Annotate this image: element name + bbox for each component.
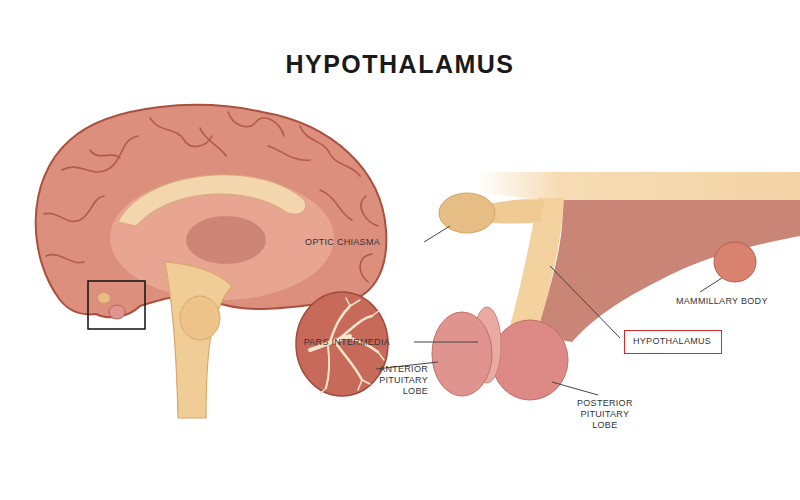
pons (180, 296, 220, 340)
gyrus-line (360, 254, 372, 282)
gyrus-line (228, 112, 284, 136)
zoom-frame (88, 281, 145, 329)
brainstem (165, 262, 232, 418)
part-label: MAMMILLARY BODY (676, 296, 768, 307)
leader-line (424, 226, 450, 242)
part-label: OPTIC CHIASMA (305, 237, 380, 248)
leader-line (552, 382, 598, 395)
hypothalamus-tissue (536, 200, 800, 342)
tissue-band (478, 172, 800, 202)
closeup-figure (432, 172, 800, 400)
mammillary-body-shape (714, 242, 756, 282)
gyrus-line (62, 136, 138, 172)
gyrus-line (90, 150, 120, 158)
posterior-lobe-shape (492, 320, 568, 400)
leader-line (414, 342, 478, 343)
small-chiasma (98, 293, 110, 303)
hypothalamus-label-box: HYPOTHALAMUS (624, 330, 722, 354)
diagram-title: HYPOTHALAMUS (0, 50, 800, 79)
part-label: PARS INTERMEDIA (304, 337, 390, 348)
gyrus-line (361, 196, 378, 226)
brain-figure (36, 105, 388, 418)
arbor-branch (340, 316, 372, 338)
anterior-lobe-shape (432, 312, 492, 396)
small-pituitary (109, 305, 125, 319)
gyrus-line (268, 146, 310, 160)
leader-line (700, 278, 722, 292)
leader-line (550, 266, 620, 338)
gyrus-line (200, 128, 226, 156)
gyrus-line (300, 126, 360, 176)
node-text: HYPOTHALAMUS (633, 336, 713, 347)
thalamus (186, 216, 266, 264)
gyrus-line (44, 196, 104, 221)
part-label: ANTERIOR PITUITARY LOBE (379, 364, 428, 397)
gyrus-line (46, 255, 84, 263)
arbor-branch (335, 342, 362, 380)
part-label: POSTERIOR PITUITARY LOBE (577, 398, 633, 431)
arbor-branch (326, 346, 329, 388)
optic-chiasma-shape (439, 193, 495, 233)
